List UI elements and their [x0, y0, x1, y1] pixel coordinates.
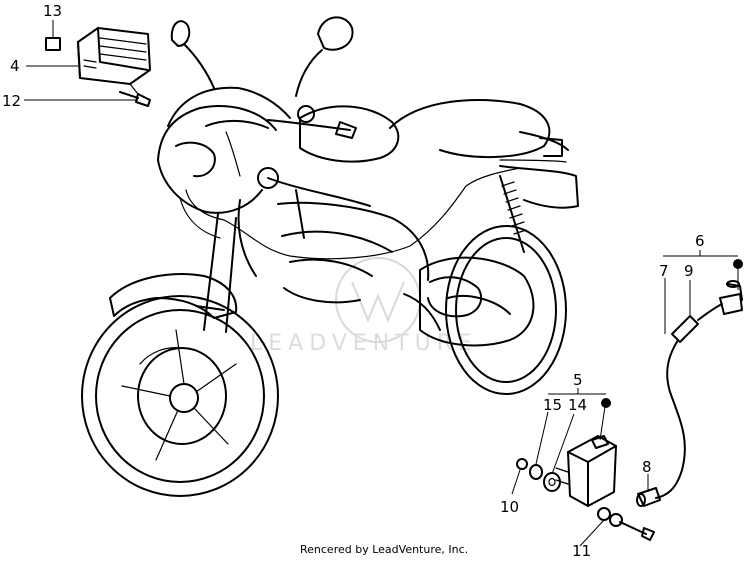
callout-6: 6 [695, 232, 705, 250]
svg-text:LEADVENTURE: LEADVENTURE [250, 331, 478, 356]
callout-8: 8 [642, 458, 652, 476]
bolt-12 [119, 91, 151, 107]
voltage-regulator [77, 27, 151, 95]
callout-13: 13 [43, 2, 62, 20]
ignition-coil-assembly [555, 435, 617, 507]
marker-dot [601, 398, 611, 408]
callout-11: 11 [572, 542, 591, 560]
callout-7: 7 [659, 262, 669, 280]
ht-lead-7 [655, 303, 723, 499]
spacer-14 [543, 472, 561, 492]
footer-credit: Rencered by LeadVenture, Inc. [300, 543, 468, 556]
motorcycle-illustration [81, 16, 579, 497]
callout-14: 14 [568, 396, 587, 414]
callout-10: 10 [500, 498, 519, 516]
nut-10 [516, 458, 528, 470]
leadventure-watermark: LEADVENTURE [250, 257, 478, 356]
screw-11 [597, 507, 655, 541]
connector-8 [636, 487, 661, 507]
spacer-15 [529, 464, 543, 480]
nut-13 [45, 37, 61, 51]
callout-15: 15 [543, 396, 562, 414]
marker-dot [733, 259, 743, 269]
spark-plug-cap-9 [719, 280, 743, 315]
callout-4: 4 [10, 57, 20, 75]
callout-5: 5 [573, 371, 583, 389]
callout-9: 9 [684, 262, 694, 280]
callout-12: 12 [2, 92, 21, 110]
